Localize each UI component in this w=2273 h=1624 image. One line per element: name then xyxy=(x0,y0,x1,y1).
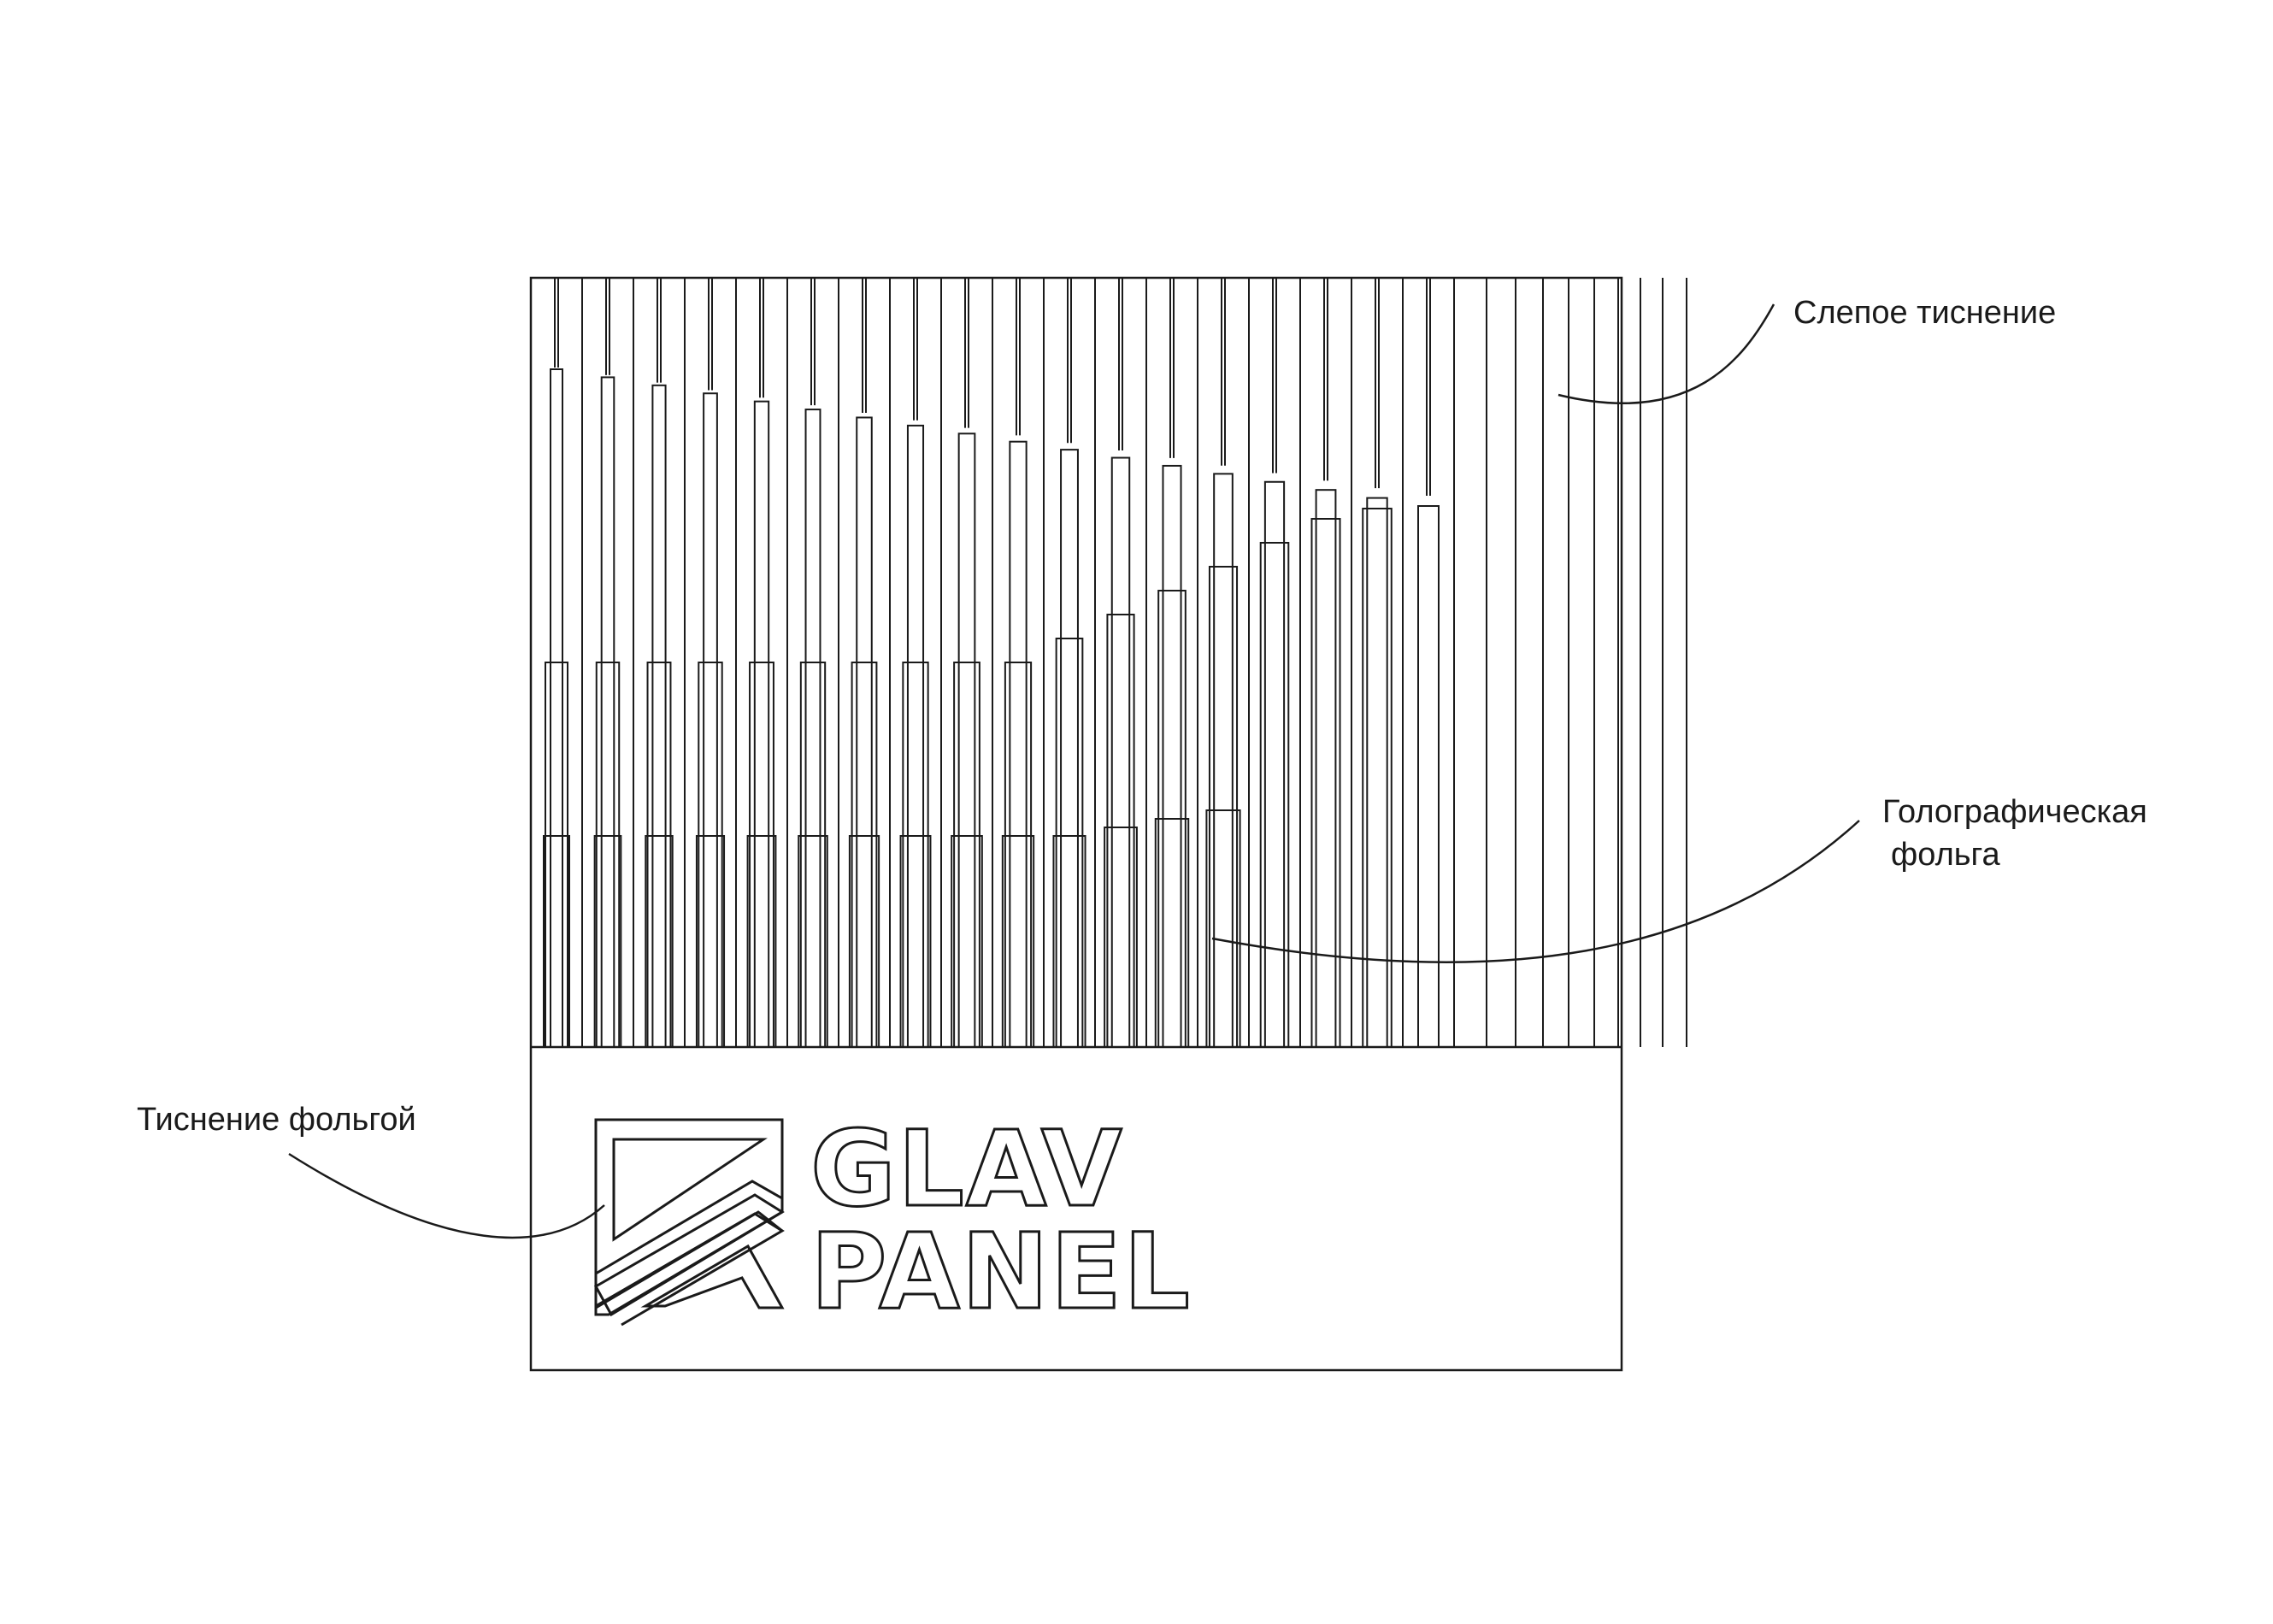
stripe-bar-lower xyxy=(1001,835,1035,1048)
label-blind-embossing: Слепое тиснение xyxy=(1793,295,2056,331)
stripe-bar-wide xyxy=(902,662,929,1048)
stripe-bar-narrow xyxy=(1162,464,1182,1048)
stripe-bar-lower xyxy=(593,835,622,1048)
stripe-bar-wide xyxy=(545,662,568,1048)
stripe-bar-wide xyxy=(698,662,723,1048)
stripe-bar-wide xyxy=(595,662,621,1048)
stripe-bar-narrow xyxy=(1213,473,1234,1048)
stripe-bar-lower xyxy=(1205,809,1241,1048)
label-foil-stamping: Тиснение фольгой xyxy=(137,1102,416,1138)
stripe-bar-wide xyxy=(646,662,672,1048)
stripe-bar-lower xyxy=(1052,835,1086,1048)
stripe-bar-lower xyxy=(645,835,674,1048)
stripe-bar-narrow xyxy=(856,416,873,1048)
stripe-bar-narrow xyxy=(1366,497,1388,1048)
stripe-bar-lower xyxy=(899,835,932,1048)
label-holographic-foil-line1: Голографическая xyxy=(1882,794,2147,830)
glav-panel-emblem-icon xyxy=(593,1118,785,1327)
stripe-bar-narrow xyxy=(1263,480,1286,1048)
stripe-bar-lower xyxy=(1154,818,1190,1048)
stripe-bar-lower xyxy=(746,835,777,1048)
stripe-bar-wide xyxy=(1362,508,1393,1048)
stripe-bar-narrow xyxy=(1110,456,1131,1048)
stripe-bar-narrow xyxy=(753,400,770,1049)
stripe-bar-narrow xyxy=(804,409,821,1048)
leader-line-foil-stamping xyxy=(288,1152,605,1239)
stripe-bar-narrow xyxy=(651,384,667,1048)
stripe-bar-narrow xyxy=(906,424,925,1049)
stripe-bar-wide xyxy=(1310,518,1341,1048)
stripe-bar-lower xyxy=(543,835,570,1048)
stripe-bar-narrow xyxy=(957,432,976,1048)
stripe-bar-narrow xyxy=(1315,489,1337,1048)
stripe-bar-wide xyxy=(799,662,827,1048)
leader-line-blind-embossing xyxy=(1558,303,1775,404)
label-holographic-foil-line2: фольга xyxy=(1891,837,2001,873)
stripe-bar-lower xyxy=(1104,827,1138,1048)
stripe-bar-narrow xyxy=(600,376,615,1049)
stripe-bar-narrow xyxy=(703,392,718,1048)
stripe-bar-lower xyxy=(848,835,880,1048)
stripe-bar-lower xyxy=(951,835,983,1048)
stripe-bar-wide xyxy=(953,662,980,1048)
stripe-bar-wide xyxy=(851,662,878,1048)
stripe-bar-narrow xyxy=(550,368,563,1048)
stripe-bar-wide xyxy=(1259,542,1290,1048)
stripe-bar-lower xyxy=(695,835,726,1048)
stripe-bar-wide xyxy=(749,662,774,1048)
blind-embossing-stripe-pattern xyxy=(530,278,1687,1049)
stripe-bar-lower xyxy=(798,835,828,1048)
leader-line-holographic-foil xyxy=(1211,820,1860,963)
logo-line-glav: GLAV xyxy=(810,1109,1123,1230)
stripe-bar-narrow xyxy=(1417,505,1440,1048)
stripe-bar-narrow xyxy=(1060,449,1079,1048)
logo-line-panel: PANEL xyxy=(810,1211,1192,1333)
stripe-bar-narrow xyxy=(1009,440,1028,1048)
